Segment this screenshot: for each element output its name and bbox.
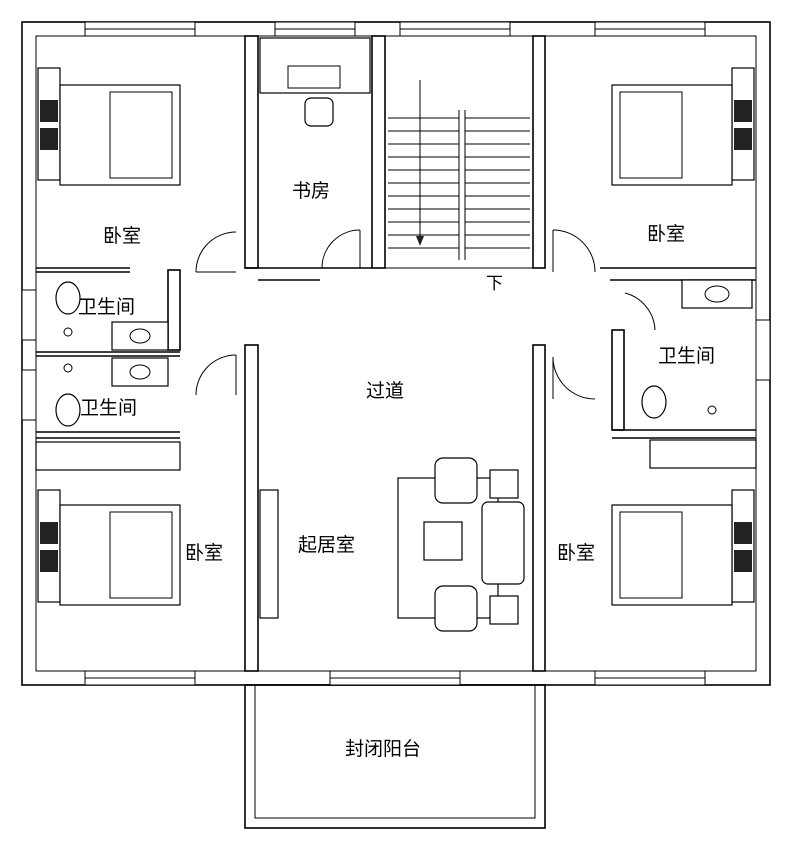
room-label-living-room: 起居室 [298,534,355,556]
doors [195,229,656,400]
staircase [384,35,534,269]
room-label-bathroom-right: 卫生间 [658,345,715,367]
bed-bottom-left [37,489,181,606]
tv-cabinet [259,489,279,619]
sofa-set [397,457,525,632]
wardrobe-left [35,441,181,471]
wardrobe-right [649,439,757,469]
bed-top-right [611,67,755,186]
room-label-corridor: 过道 [366,380,404,402]
windows [21,21,771,686]
room-label-bathroom-left-lower: 卫生间 [80,397,137,419]
room-label-study: 书房 [292,180,330,202]
bed-bottom-right [611,489,755,606]
interior-walls [36,35,756,672]
room-label-bedroom-top-left: 卧室 [103,225,141,247]
room-label-bedroom-bottom-left: 卧室 [185,542,223,564]
stair-down-label: 下 [486,274,503,294]
room-label-bathroom-left-upper: 卫生间 [78,296,135,318]
room-label-enclosed-balcony: 封闭阳台 [345,738,421,760]
room-label-bedroom-bottom-right: 卧室 [557,542,595,564]
room-label-bedroom-top-right: 卧室 [647,223,685,245]
study-desk [259,37,371,127]
sanitary-fixtures [55,279,753,427]
bed-top-left [37,67,181,186]
